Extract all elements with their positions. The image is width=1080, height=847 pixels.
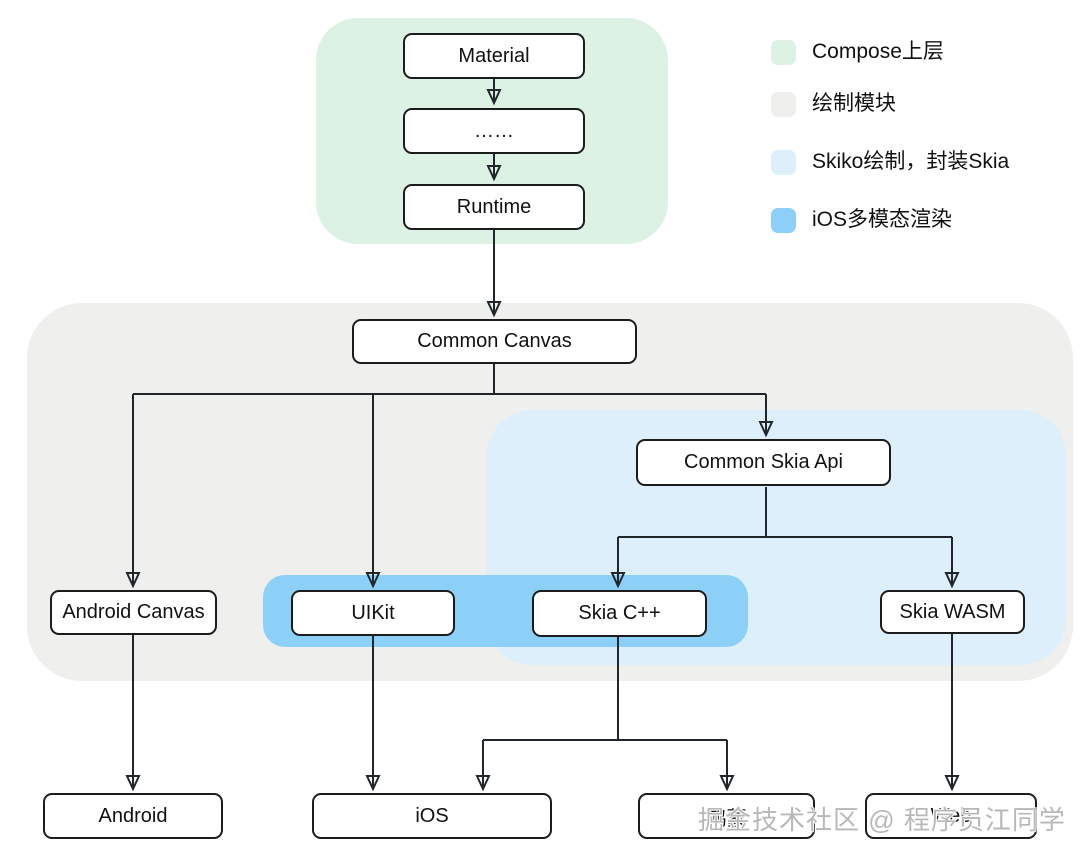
legend-swatch-skiko <box>771 149 796 175</box>
node-common-skia-api: Common Skia Api <box>636 439 891 486</box>
node-android-canvas: Android Canvas <box>50 590 217 635</box>
node-uikit: UIKit <box>291 590 455 636</box>
legend-label: 绘制模块 <box>812 92 896 115</box>
legend-item-ios-multimodal: iOS多模态渲染 <box>771 206 952 234</box>
watermark-text: 掘金技术社区 @ 程序员江同学 <box>698 805 1066 835</box>
node-runtime: Runtime <box>403 184 585 230</box>
legend-label: iOS多模态渲染 <box>812 208 953 231</box>
node-harmonyos: 鸿蒙 <box>638 793 815 839</box>
node-android: Android <box>43 793 223 839</box>
legend-label: Compose上层 <box>812 40 944 63</box>
legend-swatch-draw-module <box>771 91 796 117</box>
legend-swatch-compose-upper-layer <box>771 39 796 65</box>
legend-swatch-ios-multimodal <box>771 207 796 233</box>
node-ios: iOS <box>312 793 552 839</box>
legend-label: Skiko绘制，封装Skia <box>812 150 1010 173</box>
node-web: Web <box>865 793 1037 839</box>
legend-item-draw-module: 绘制模块 <box>771 90 896 118</box>
legend-item-compose-upper-layer: Compose上层 <box>771 38 944 66</box>
node-common-canvas: Common Canvas <box>352 319 637 364</box>
node-skia-cpp: Skia C++ <box>532 590 707 637</box>
node-skia-wasm: Skia WASM <box>880 590 1025 634</box>
node-material: Material <box>403 33 585 79</box>
legend-item-skiko: Skiko绘制，封装Skia <box>771 148 1009 176</box>
node-ellipsis: …… <box>403 108 585 154</box>
